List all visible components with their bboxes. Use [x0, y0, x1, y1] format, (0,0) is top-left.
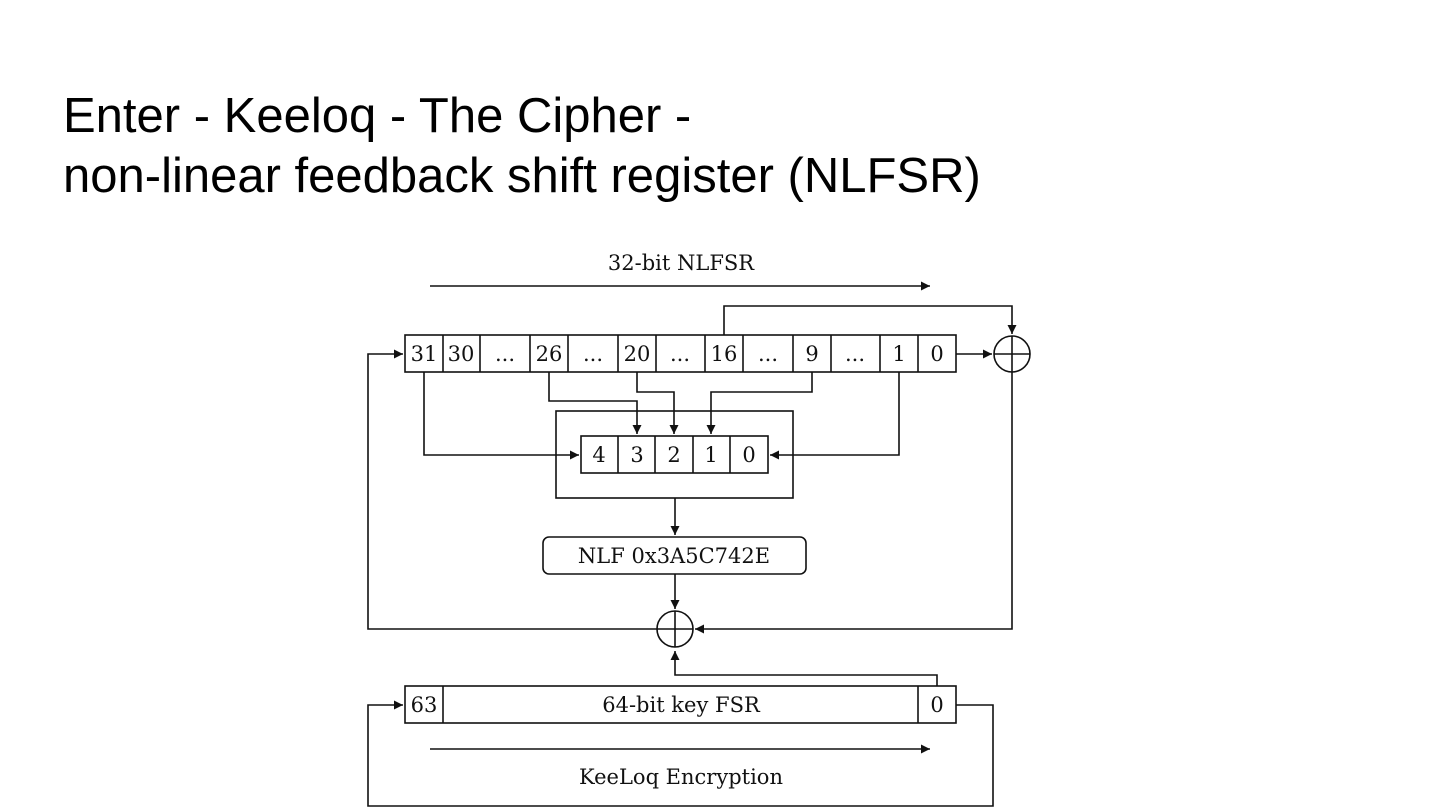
nlf-label: NLF 0x3A5C742E — [578, 544, 770, 568]
register-cell: 16 — [711, 342, 738, 366]
key-fsr: 63 64-bit key FSR 0 — [404, 685, 957, 724]
nlf-input-cell: 3 — [630, 443, 643, 467]
key-bit0-arrow — [670, 651, 938, 686]
nlfsr-register: 31 30 ... 26 ... 20 ... 16 ... 9 ... 1 0 — [404, 334, 957, 373]
key-msb-cell: 63 — [411, 693, 438, 717]
register-cell: 1 — [892, 342, 905, 366]
register-cell: 20 — [624, 342, 651, 366]
nlfsr-label: 32-bit NLFSR — [608, 251, 755, 275]
register-cell: ... — [670, 342, 690, 366]
nlf-input-cell: 0 — [742, 443, 755, 467]
xor-center-icon — [656, 610, 694, 648]
xor-top-icon — [993, 335, 1031, 373]
register-cell: 9 — [805, 342, 818, 366]
tap-connectors — [423, 372, 900, 460]
key-fsr-label: 64-bit key FSR — [602, 693, 761, 717]
register-cell: 31 — [411, 342, 438, 366]
register-cell: ... — [583, 342, 603, 366]
encryption-label: KeeLoq Encryption — [579, 765, 783, 789]
nlf-input-cell: 1 — [704, 443, 717, 467]
register-cell: ... — [758, 342, 778, 366]
nlf-input-cell: 2 — [667, 443, 680, 467]
xor-top-to-center-arrow — [695, 372, 1013, 634]
slide-title-line-2: non-linear feedback shift register (NLFS… — [63, 149, 981, 203]
register-cell: ... — [495, 342, 515, 366]
register-cell: 26 — [536, 342, 563, 366]
register-cell: 30 — [448, 342, 475, 366]
slide-title: Enter - Keeloq - The Cipher - non-linear… — [63, 86, 981, 206]
nlf-input-cell: 4 — [592, 443, 605, 467]
key-lsb-cell: 0 — [930, 693, 943, 717]
nlf-input-register: 4 3 2 1 0 — [580, 435, 769, 474]
register-cell: 0 — [930, 342, 943, 366]
register-cell: ... — [845, 342, 865, 366]
key-loop-arrow — [367, 700, 994, 807]
bit16-tap-arrow — [723, 305, 1017, 335]
slide-title-line-1: Enter - Keeloq - The Cipher - — [63, 89, 692, 143]
feedback-loop-arrow — [367, 349, 657, 630]
